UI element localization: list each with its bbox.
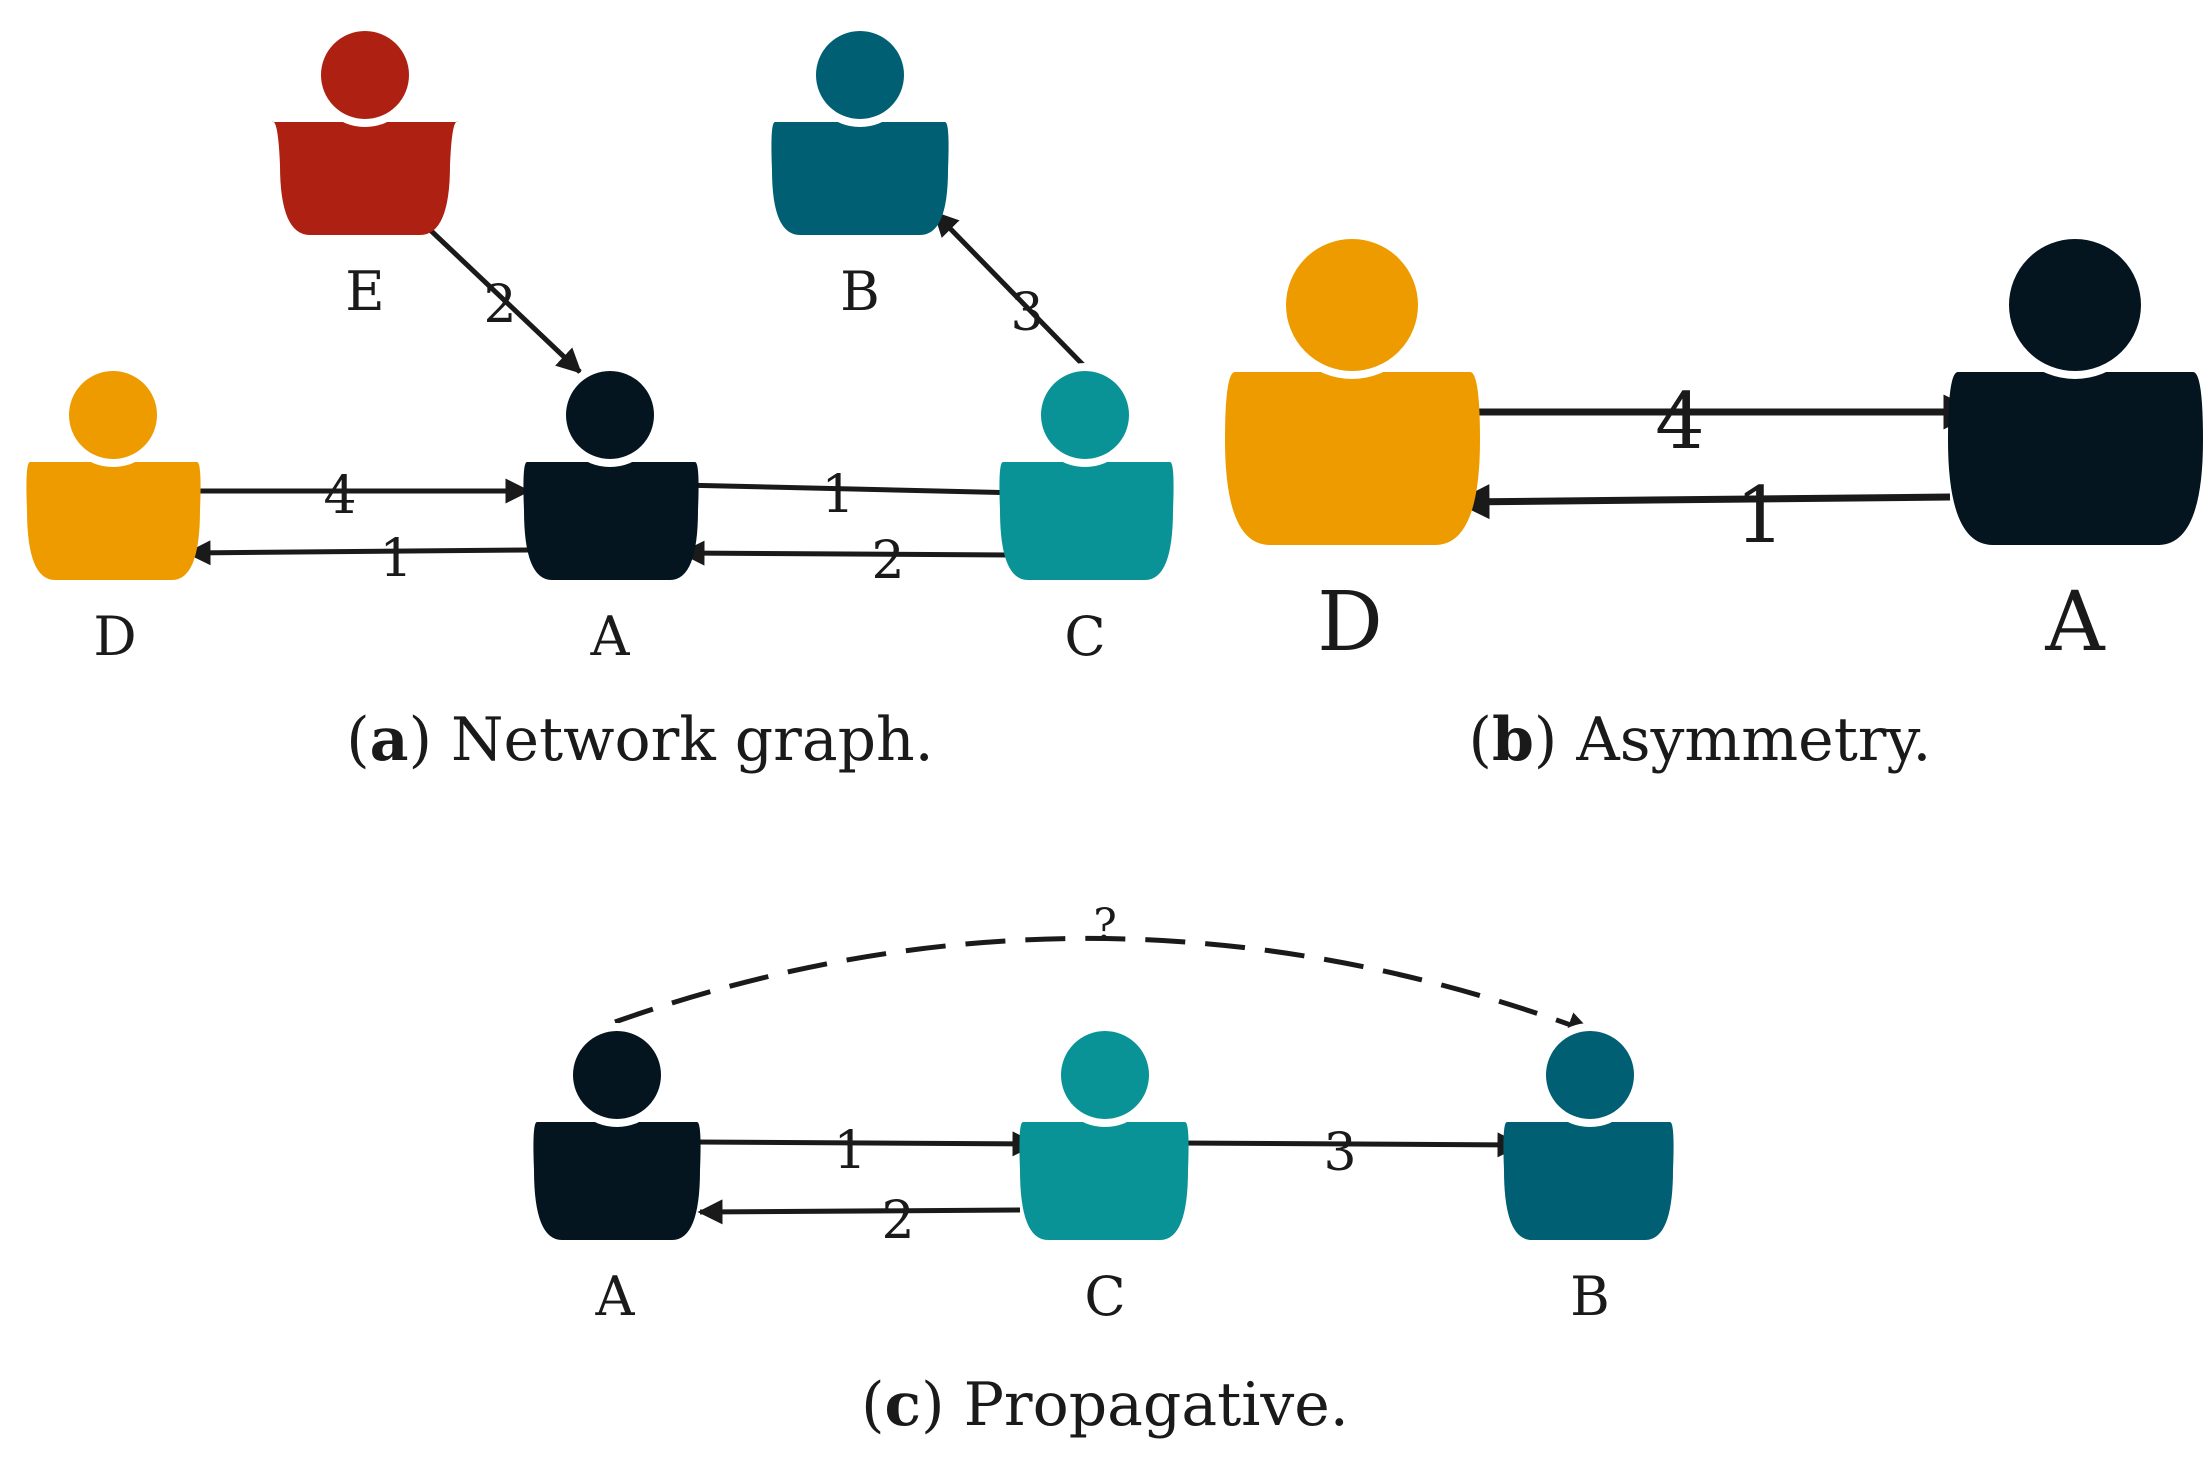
- user-icon: [1019, 1023, 1189, 1240]
- node-label-A-c: A: [595, 1265, 636, 1328]
- panel-c: ? 1 2 3 A C: [533, 900, 1674, 1440]
- caption-letter-a: a: [370, 705, 409, 775]
- edge-label-C-B-c: 3: [1323, 1123, 1356, 1183]
- caption-paren-open: (: [861, 1370, 884, 1440]
- node-label-C-c: C: [1084, 1265, 1125, 1328]
- caption-paren-close: ): [1534, 705, 1576, 775]
- edge-C-A: 2: [679, 531, 1011, 591]
- edge-label-D-A: 4: [323, 466, 356, 526]
- user-icon: [1503, 1023, 1674, 1240]
- edge-label-D-A-large: 4: [1655, 377, 1705, 467]
- edge-A-B-dashed: ?: [614, 900, 1593, 1036]
- edge-label-C-B: 3: [1010, 283, 1043, 343]
- node-E: E: [272, 23, 458, 323]
- node-label-E: E: [345, 260, 384, 323]
- node-label-B-c: B: [1570, 1265, 1610, 1328]
- user-icon: [523, 363, 699, 580]
- caption-text-a: Network graph.: [451, 705, 934, 775]
- edge-C-A-c: 2: [697, 1191, 1021, 1251]
- user-icon: [999, 363, 1174, 580]
- node-label-A-large: A: [2044, 575, 2106, 670]
- caption-paren-close: ): [409, 705, 451, 775]
- caption-a: (a) Network graph.: [346, 705, 934, 775]
- edge-label-A-C-c: 1: [833, 1121, 866, 1181]
- node-B: B: [771, 23, 949, 323]
- caption-c: (c) Propagative.: [861, 1370, 1349, 1440]
- node-A: A: [523, 363, 699, 668]
- caption-paren-open: (: [346, 705, 369, 775]
- edge-D-A: 4: [188, 466, 531, 526]
- user-icon: [1948, 231, 2203, 545]
- edge-A-C-c: 1: [694, 1121, 1038, 1181]
- user-icon: [533, 1023, 701, 1240]
- node-label-B: B: [840, 260, 880, 323]
- node-label-D-large: D: [1317, 575, 1383, 670]
- caption-text-c: Propagative.: [964, 1370, 1349, 1440]
- node-D: D: [26, 363, 201, 668]
- panel-a: 2 3 4 1 1 2 E: [26, 23, 1174, 775]
- user-icon: [26, 363, 201, 580]
- edge-E-A: 2: [424, 224, 582, 374]
- caption-text-b: Asymmetry.: [1575, 705, 1931, 775]
- node-label-C: C: [1064, 605, 1105, 668]
- edge-C-B: 3: [933, 211, 1092, 374]
- node-C: C: [999, 363, 1174, 668]
- panel-b: 4 1 D A (b) Asymmetry.: [1225, 231, 2203, 775]
- edge-label-A-B-dashed: ?: [1093, 900, 1117, 951]
- caption-paren-close: ): [921, 1370, 963, 1440]
- edge-label-A-D: 1: [379, 529, 412, 589]
- edge-label-C-A-c: 2: [881, 1191, 914, 1251]
- caption-paren-open: (: [1469, 705, 1492, 775]
- caption-letter-b: b: [1492, 705, 1534, 775]
- node-D-large: D: [1225, 231, 1480, 670]
- edge-label-A-C: 1: [821, 465, 854, 525]
- edge-D-A-large: 4: [1455, 377, 1979, 467]
- edge-A-D: 1: [185, 529, 529, 589]
- node-label-D: D: [93, 605, 136, 668]
- user-icon: [272, 23, 458, 235]
- user-icon: [1225, 231, 1480, 545]
- edge-label-C-A: 2: [871, 531, 904, 591]
- caption-b: (b) Asymmetry.: [1469, 705, 1932, 775]
- node-A-c: A: [533, 1023, 701, 1328]
- node-C-c: C: [1019, 1023, 1189, 1328]
- edge-label-A-D-large: 1: [1735, 471, 1785, 561]
- edge-C-B-c: 3: [1177, 1123, 1523, 1183]
- caption-letter-c: c: [885, 1370, 922, 1440]
- node-label-A: A: [590, 605, 631, 668]
- node-A-large: A: [1948, 231, 2203, 670]
- edge-A-D-large: 1: [1454, 471, 1951, 561]
- node-B-c: B: [1503, 1023, 1674, 1328]
- edge-label-E-A: 2: [483, 275, 516, 335]
- edge-A-C: 1: [679, 465, 1028, 525]
- user-icon: [771, 23, 949, 235]
